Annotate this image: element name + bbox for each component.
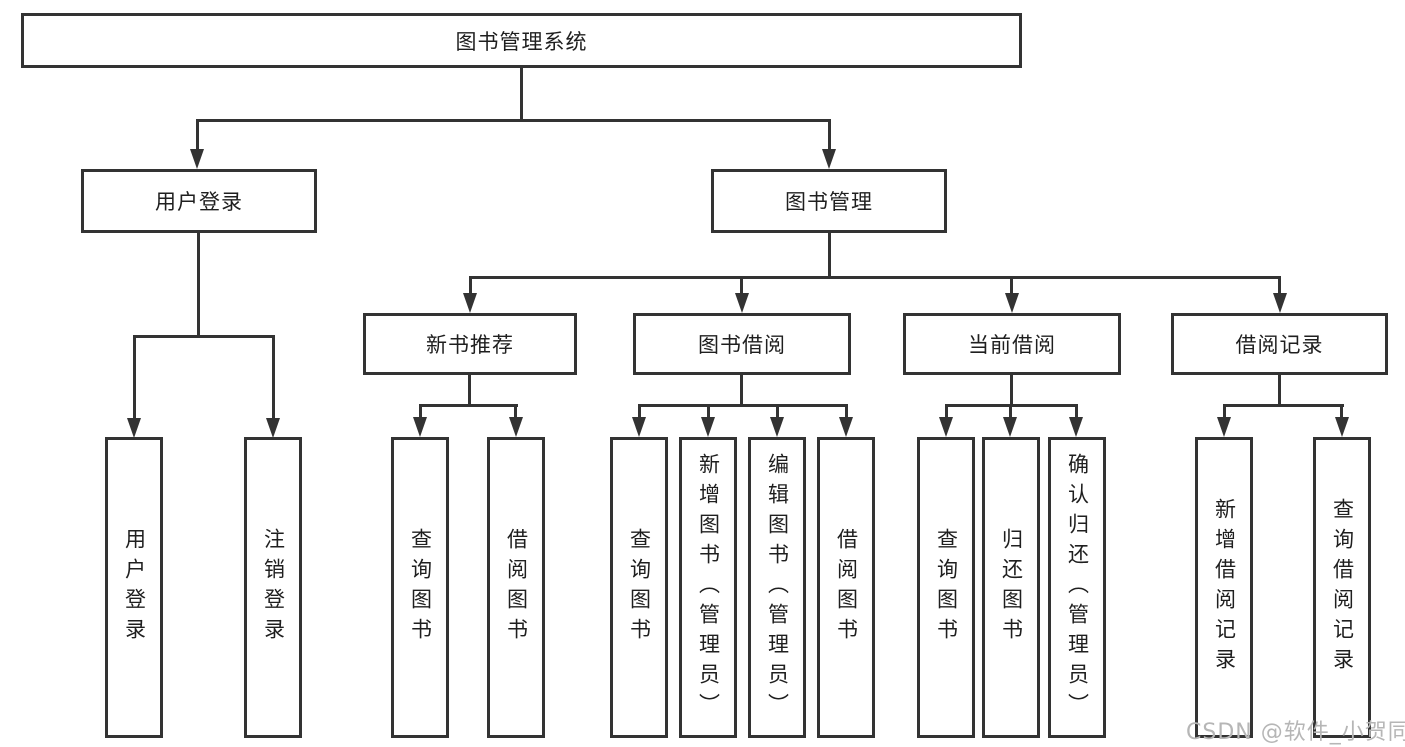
connector-line [419,404,422,419]
connector-line [469,276,1281,279]
connector-line [740,276,743,294]
leaf-add-books-admin: 新增图书（管理员） [679,437,737,738]
connector-line [514,404,517,419]
node-book-borrow: 图书借阅 [633,313,851,375]
connector-line [1010,375,1013,406]
connector-line [776,404,779,419]
arrowhead-icon [770,417,784,437]
node-label: 借阅图书 [504,527,529,648]
node-label: 图书借阅 [698,333,786,357]
arrowhead-icon [509,417,523,437]
leaf-return-books: 归还图书 [982,437,1040,738]
arrowhead-icon [1217,417,1231,437]
node-label: 新增借阅记录 [1212,497,1237,678]
node-new-book-recommend: 新书推荐 [363,313,577,375]
connector-line [1075,404,1078,419]
connector-line [196,119,199,151]
leaf-query-books-recommend: 查询图书 [391,437,449,738]
connector-line [638,404,847,407]
leaf-borrow-books-recommend: 借阅图书 [487,437,545,738]
connector-line [828,233,831,278]
node-root-library-system: 图书管理系统 [21,13,1022,68]
connector-line [468,375,471,406]
node-label: 用户登录 [155,190,243,214]
connector-line [197,233,200,337]
node-label: 借阅图书 [834,527,859,648]
node-label: 借阅记录 [1235,333,1324,357]
leaf-borrow-books: 借阅图书 [817,437,875,738]
node-label: 查询借阅记录 [1330,497,1355,678]
node-label: 用户登录 [122,527,147,648]
connector-line [707,404,710,419]
node-label: 当前借阅 [968,333,1056,357]
connector-line [1340,404,1343,419]
leaf-query-borrow-record: 查询借阅记录 [1313,437,1371,738]
node-borrow-records: 借阅记录 [1171,313,1388,375]
arrowhead-icon [463,293,477,313]
connector-line [1009,404,1012,419]
connector-line [419,404,518,407]
node-label: 查询图书 [627,527,652,648]
leaf-user-login: 用户登录 [105,437,163,738]
leaf-confirm-return-admin: 确认归还（管理员） [1048,437,1106,738]
connector-line [1278,276,1281,294]
connector-line [945,404,948,419]
arrowhead-icon [735,293,749,313]
node-label: 图书管理 [785,190,873,214]
arrowhead-icon [632,417,646,437]
connector-line [1010,276,1013,294]
connector-line [196,119,831,122]
node-label: 新增图书（管理员） [696,452,721,723]
arrowhead-icon [1005,293,1019,313]
node-label: 注销登录 [261,527,286,648]
node-label: 图书管理系统 [455,29,588,54]
connector-line [1223,404,1344,407]
node-label: 编辑图书（管理员） [765,452,790,723]
arrowhead-icon [839,417,853,437]
arrowhead-icon [1335,417,1349,437]
leaf-query-books-current: 查询图书 [917,437,975,738]
node-current-borrow: 当前借阅 [903,313,1121,375]
arrowhead-icon [1273,293,1287,313]
leaf-logout: 注销登录 [244,437,302,738]
connector-line [740,375,743,406]
arrowhead-icon [190,149,204,169]
leaf-add-borrow-record: 新增借阅记录 [1195,437,1253,738]
node-label: 新书推荐 [426,333,514,357]
arrowhead-icon [939,417,953,437]
connector-line [1278,375,1281,406]
connector-line [845,404,848,419]
node-user-login: 用户登录 [81,169,317,233]
arrowhead-icon [1003,417,1017,437]
leaf-query-books-borrow: 查询图书 [610,437,668,738]
arrowhead-icon [266,418,280,438]
arrowhead-icon [127,418,141,438]
csdn-watermark: CSDN @软件_小贺同学 [1186,720,1405,745]
connector-line [133,335,136,420]
node-label: 查询图书 [934,527,959,648]
node-book-management: 图书管理 [711,169,947,233]
node-label: 确认归还（管理员） [1065,452,1090,723]
connector-line [272,335,275,420]
connector-line [828,119,831,151]
arrowhead-icon [413,417,427,437]
arrowhead-icon [1069,417,1083,437]
connector-line [469,276,472,294]
connector-line [133,335,275,338]
connector-line [1223,404,1226,419]
node-label: 归还图书 [999,527,1024,648]
arrowhead-icon [822,149,836,169]
arrowhead-icon [701,417,715,437]
node-label: 查询图书 [408,527,433,648]
connector-line [520,68,523,121]
leaf-edit-books-admin: 编辑图书（管理员） [748,437,806,738]
connector-line [638,404,641,419]
